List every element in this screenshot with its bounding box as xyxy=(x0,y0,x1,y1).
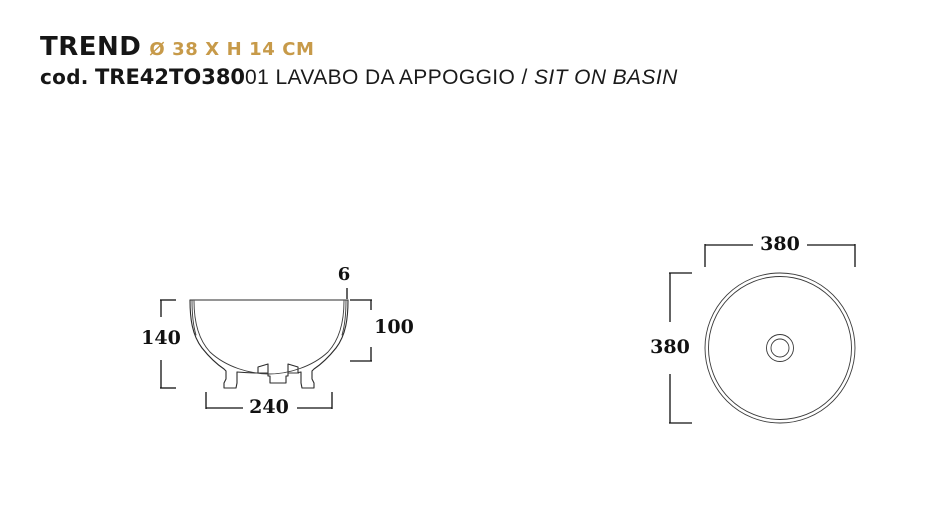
drain-inner-circle xyxy=(770,338,790,358)
dimension-base-width: 240 xyxy=(205,392,333,418)
product-code-line: cod. TRE42TO38001 LAVABO DA APPOGGIO / S… xyxy=(40,65,900,89)
basin-inner-bowl-surface xyxy=(193,300,345,375)
top-plan-view: 380 380 xyxy=(645,222,895,452)
basin-inner-circle xyxy=(708,276,852,420)
dimension-wall-thickness: 6 xyxy=(338,264,351,299)
drain-outer-circle xyxy=(766,334,794,362)
dim-140-label: 140 xyxy=(141,327,181,349)
basin-rim-thickness-left xyxy=(191,299,197,336)
dimension-plan-depth: 380 xyxy=(650,272,692,424)
basin-section-outline xyxy=(189,299,349,389)
product-description-en: SIT ON BASIN xyxy=(533,66,678,89)
basin-base-pedestal xyxy=(236,363,302,384)
basin-right-wall xyxy=(300,299,349,389)
side-section-view: 140 6 100 240 xyxy=(140,255,430,418)
basin-left-wall xyxy=(189,299,238,389)
dim-6-label: 6 xyxy=(338,264,351,285)
dim-240-label: 240 xyxy=(249,396,289,418)
basin-plan-outline xyxy=(704,272,856,424)
basin-outer-circle xyxy=(704,272,856,424)
product-code: TRE42TO380 xyxy=(94,65,246,89)
dimension-overall-height: 140 xyxy=(141,299,181,389)
basin-rim-thickness-right xyxy=(341,299,347,336)
product-size-summary: Ø 38 X H 14 CM xyxy=(149,39,315,60)
code-label: cod. xyxy=(40,65,89,89)
dim-d380-label: 380 xyxy=(650,336,690,358)
dim-100-label: 100 xyxy=(374,316,414,338)
product-brand-name: TREND xyxy=(40,32,142,62)
dimension-plan-width: 380 xyxy=(704,233,856,267)
dimension-inner-height: 100 xyxy=(350,299,414,362)
product-header: TREND Ø 38 X H 14 CM cod. TRE42TO38001 LA… xyxy=(40,34,900,88)
product-description-it: 01 LAVABO DA APPOGGIO / xyxy=(245,66,534,89)
dim-w380-label: 380 xyxy=(760,233,800,255)
product-title-line: TREND Ø 38 X H 14 CM xyxy=(40,34,900,60)
